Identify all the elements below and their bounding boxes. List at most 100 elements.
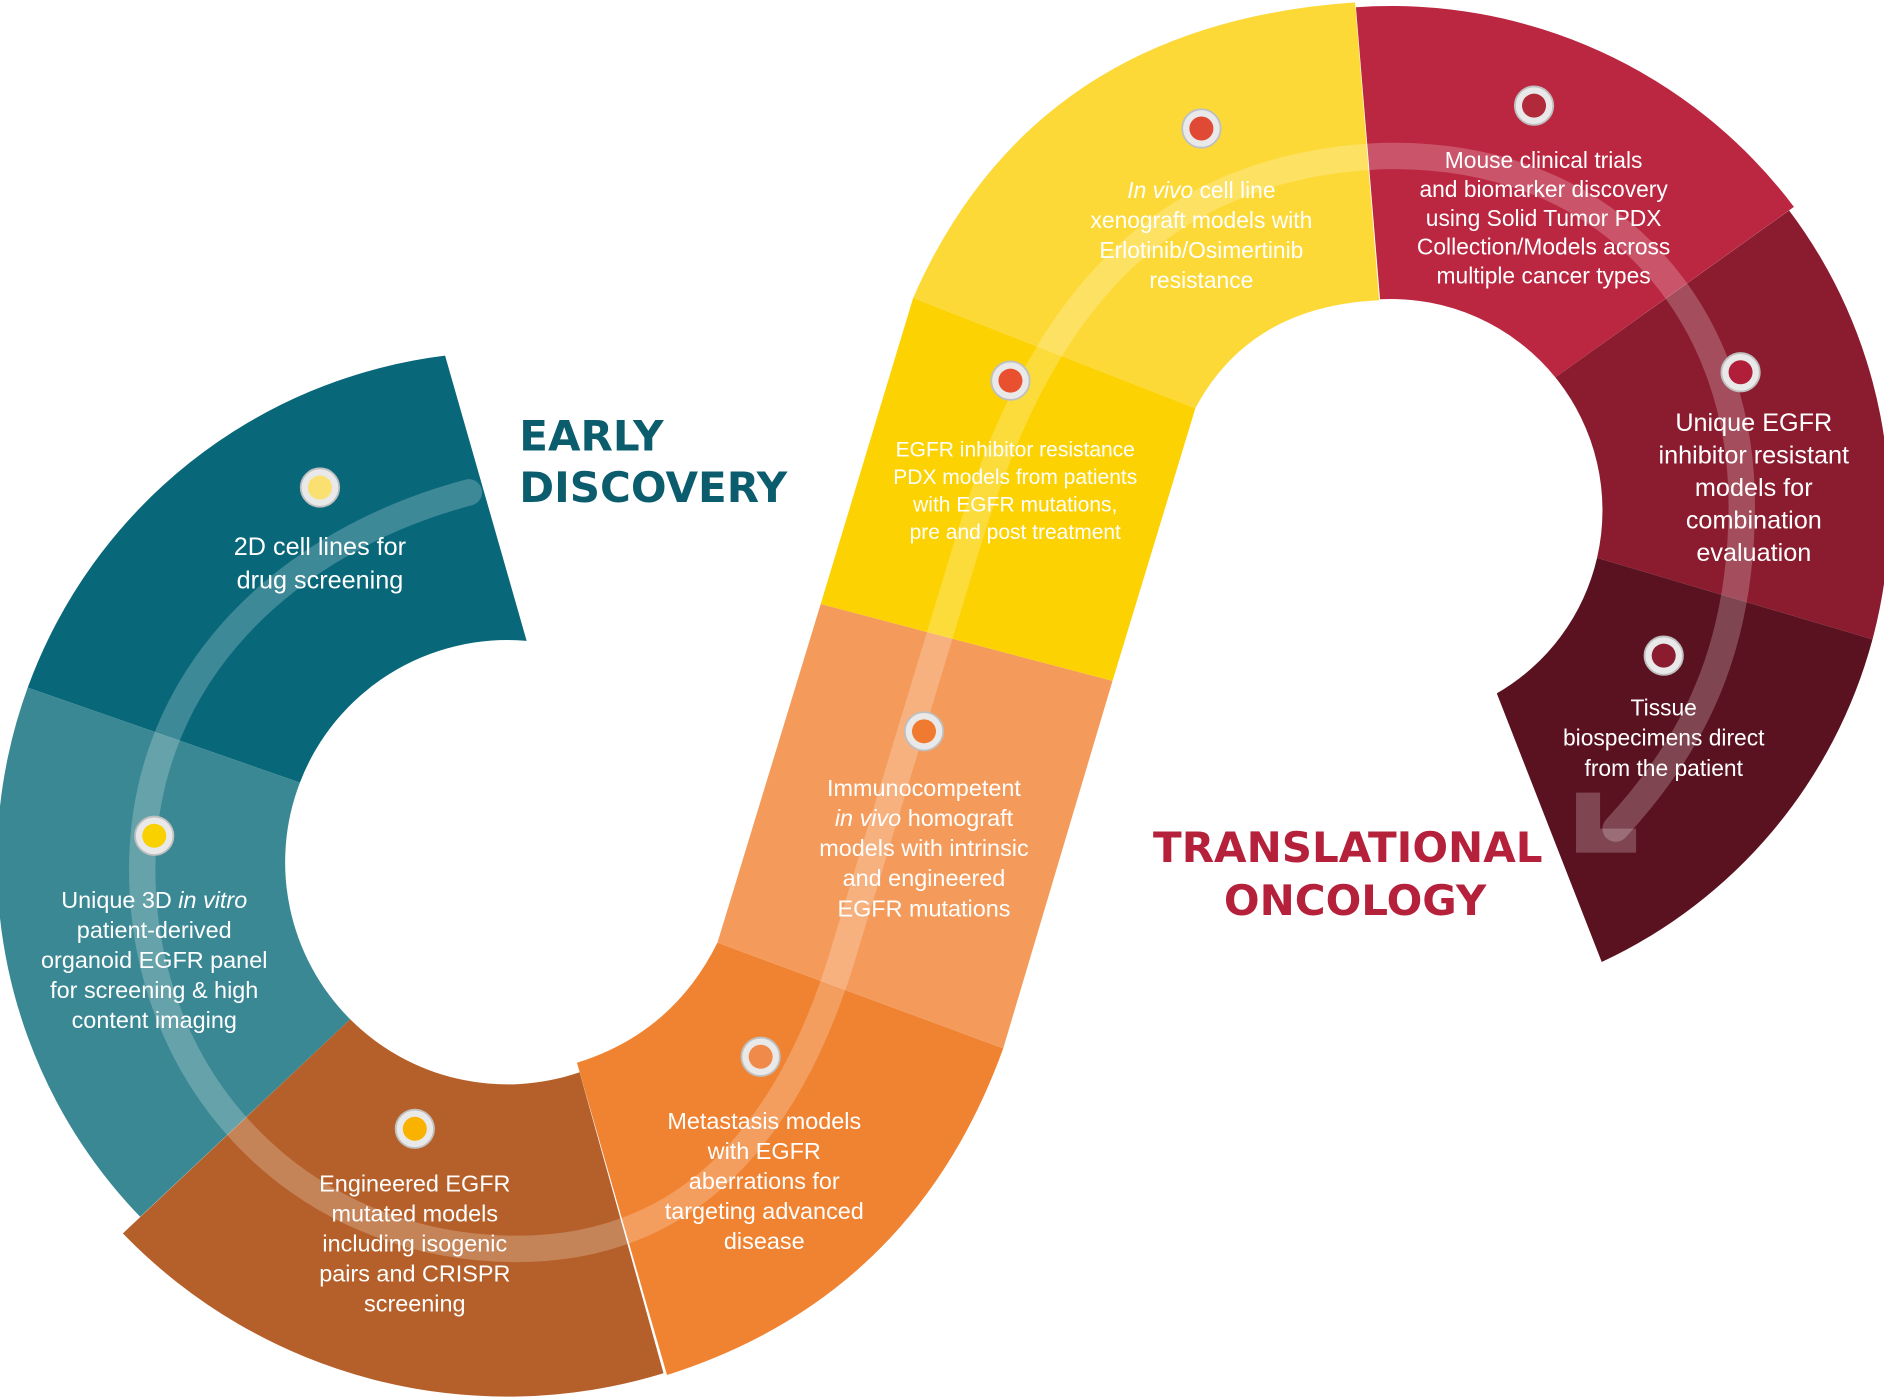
label-line: Metastasis models xyxy=(667,1108,861,1134)
label-line: EGFR mutations xyxy=(837,895,1010,921)
early-discovery-heading: EARLY DISCOVERY xyxy=(519,411,787,512)
label-line: screening xyxy=(364,1290,466,1316)
segment-metastasis-models xyxy=(576,942,1004,1375)
label-text: using Solid Tumor PDX xyxy=(1426,205,1662,231)
label-line: Unique EGFR xyxy=(1675,409,1832,437)
label-line: in vivo homograft xyxy=(835,805,1014,831)
label-text: EGFR mutations xyxy=(837,895,1010,921)
label-line: patient-derived xyxy=(77,917,232,943)
label-line: inhibitor resistant xyxy=(1659,442,1850,470)
segment-2d-cell-lines xyxy=(27,355,527,783)
step-dot-icon xyxy=(1651,643,1676,668)
label-line: pre and post treatment xyxy=(910,521,1121,544)
step-label-combination-models: Unique EGFR inhibitor resistant models for… xyxy=(1659,409,1850,567)
translational-oncology-heading: TRANSLATIONAL ONCOLOGY xyxy=(1153,823,1557,925)
label-line: Collection/Models across xyxy=(1417,234,1670,260)
label-text: evaluation xyxy=(1696,539,1811,567)
step-dot-icon xyxy=(307,475,332,500)
label-text: and engineered xyxy=(843,865,1006,891)
label-text: organoid EGFR panel xyxy=(41,947,267,973)
label-text: pre and post treatment xyxy=(910,521,1121,544)
label-text: resistance xyxy=(1149,267,1253,293)
italic-text: in vitro xyxy=(178,887,247,913)
label-text: patient-derived xyxy=(77,917,232,943)
label-line: Mouse clinical trials xyxy=(1445,147,1643,173)
label-line: including isogenic xyxy=(322,1230,507,1256)
label-line: disease xyxy=(724,1228,805,1254)
label-line: organoid EGFR panel xyxy=(41,947,267,973)
label-text: screening xyxy=(364,1290,466,1316)
label-text: for screening & high xyxy=(50,977,258,1003)
label-line: PDX models from patients xyxy=(893,466,1137,489)
label-text: Immunocompetent xyxy=(827,775,1021,801)
label-line: mutated models xyxy=(332,1200,499,1226)
label-line: Erlotinib/Osimertinib xyxy=(1099,237,1303,263)
label-text: PDX models from patients xyxy=(893,466,1137,489)
label-line: aberrations for xyxy=(689,1168,840,1194)
label-line: 2D cell lines for xyxy=(234,533,406,561)
label-text: Tissue xyxy=(1631,695,1697,721)
italic-text: in vivo xyxy=(835,805,901,831)
segment-pdx-resistance xyxy=(820,297,1196,681)
label-text: content imaging xyxy=(72,1007,237,1033)
step-dot-icon xyxy=(1189,116,1214,141)
label-text: and biomarker discovery xyxy=(1419,176,1668,202)
label-line: evaluation xyxy=(1696,539,1811,567)
label-text: xenograft models with xyxy=(1091,207,1313,233)
label-text: Metastasis models xyxy=(667,1108,861,1134)
segment-engineered-models xyxy=(122,1019,664,1397)
label-line: models for xyxy=(1695,474,1813,502)
label-line: using Solid Tumor PDX xyxy=(1426,205,1662,231)
label-text: Unique EGFR xyxy=(1675,409,1832,437)
label-line: and biomarker discovery xyxy=(1419,176,1668,202)
label-text: with EGFR mutations, xyxy=(912,494,1117,517)
label-text: with EGFR xyxy=(707,1138,821,1164)
heading-line: DISCOVERY xyxy=(519,463,787,512)
label-text: Engineered EGFR xyxy=(319,1170,510,1196)
label-line: with EGFR mutations, xyxy=(912,494,1117,517)
label-line: xenograft models with xyxy=(1091,207,1313,233)
label-text: Unique 3D xyxy=(61,887,178,913)
step-dot-icon xyxy=(998,368,1023,393)
label-line: multiple cancer types xyxy=(1437,262,1651,288)
step-label-metastasis-models: Metastasis models with EGFR aberrations fo… xyxy=(665,1108,864,1254)
segment-xenograft xyxy=(913,2,1380,409)
heading-line: ONCOLOGY xyxy=(1224,876,1487,925)
label-line: Immunocompetent xyxy=(827,775,1021,801)
label-text: including isogenic xyxy=(322,1230,507,1256)
step-label-3d-organoid: Unique 3D in vitro patient-derived organoi… xyxy=(41,887,267,1033)
segment-combination-models xyxy=(1555,210,1884,640)
label-line: with EGFR xyxy=(707,1138,821,1164)
step-dot-icon xyxy=(1522,93,1547,118)
step-label-2d-cell-lines: 2D cell lines for drug screening xyxy=(234,533,406,595)
label-text: Erlotinib/Osimertinib xyxy=(1099,237,1303,263)
label-text: targeting advanced xyxy=(665,1198,864,1224)
italic-text: In vivo xyxy=(1127,177,1193,203)
label-line: for screening & high xyxy=(50,977,258,1003)
step-label-engineered-models: Engineered EGFR mutated models including i… xyxy=(319,1170,510,1316)
step-dots xyxy=(134,85,1761,1149)
label-line: resistance xyxy=(1149,267,1253,293)
segment-immunocompetent xyxy=(717,604,1113,1049)
step-dot-icon xyxy=(1728,360,1753,385)
label-text: 2D cell lines for xyxy=(234,533,406,561)
segment-mouse-clinical-trials xyxy=(1355,6,1794,378)
label-line: drug screening xyxy=(237,566,404,594)
step-dot-icon xyxy=(402,1116,427,1141)
label-line: content imaging xyxy=(72,1007,237,1033)
label-text: homograft xyxy=(901,805,1013,831)
label-line: EGFR inhibitor resistance xyxy=(896,438,1135,461)
label-text: EGFR inhibitor resistance xyxy=(896,438,1135,461)
label-line: from the patient xyxy=(1585,755,1744,781)
label-text: disease xyxy=(724,1228,805,1254)
label-text: pairs and CRISPR xyxy=(319,1260,510,1286)
label-line: In vivo cell line xyxy=(1127,177,1275,203)
label-line: combination xyxy=(1686,506,1822,534)
label-line: and engineered xyxy=(843,865,1006,891)
label-line: Engineered EGFR xyxy=(319,1170,510,1196)
